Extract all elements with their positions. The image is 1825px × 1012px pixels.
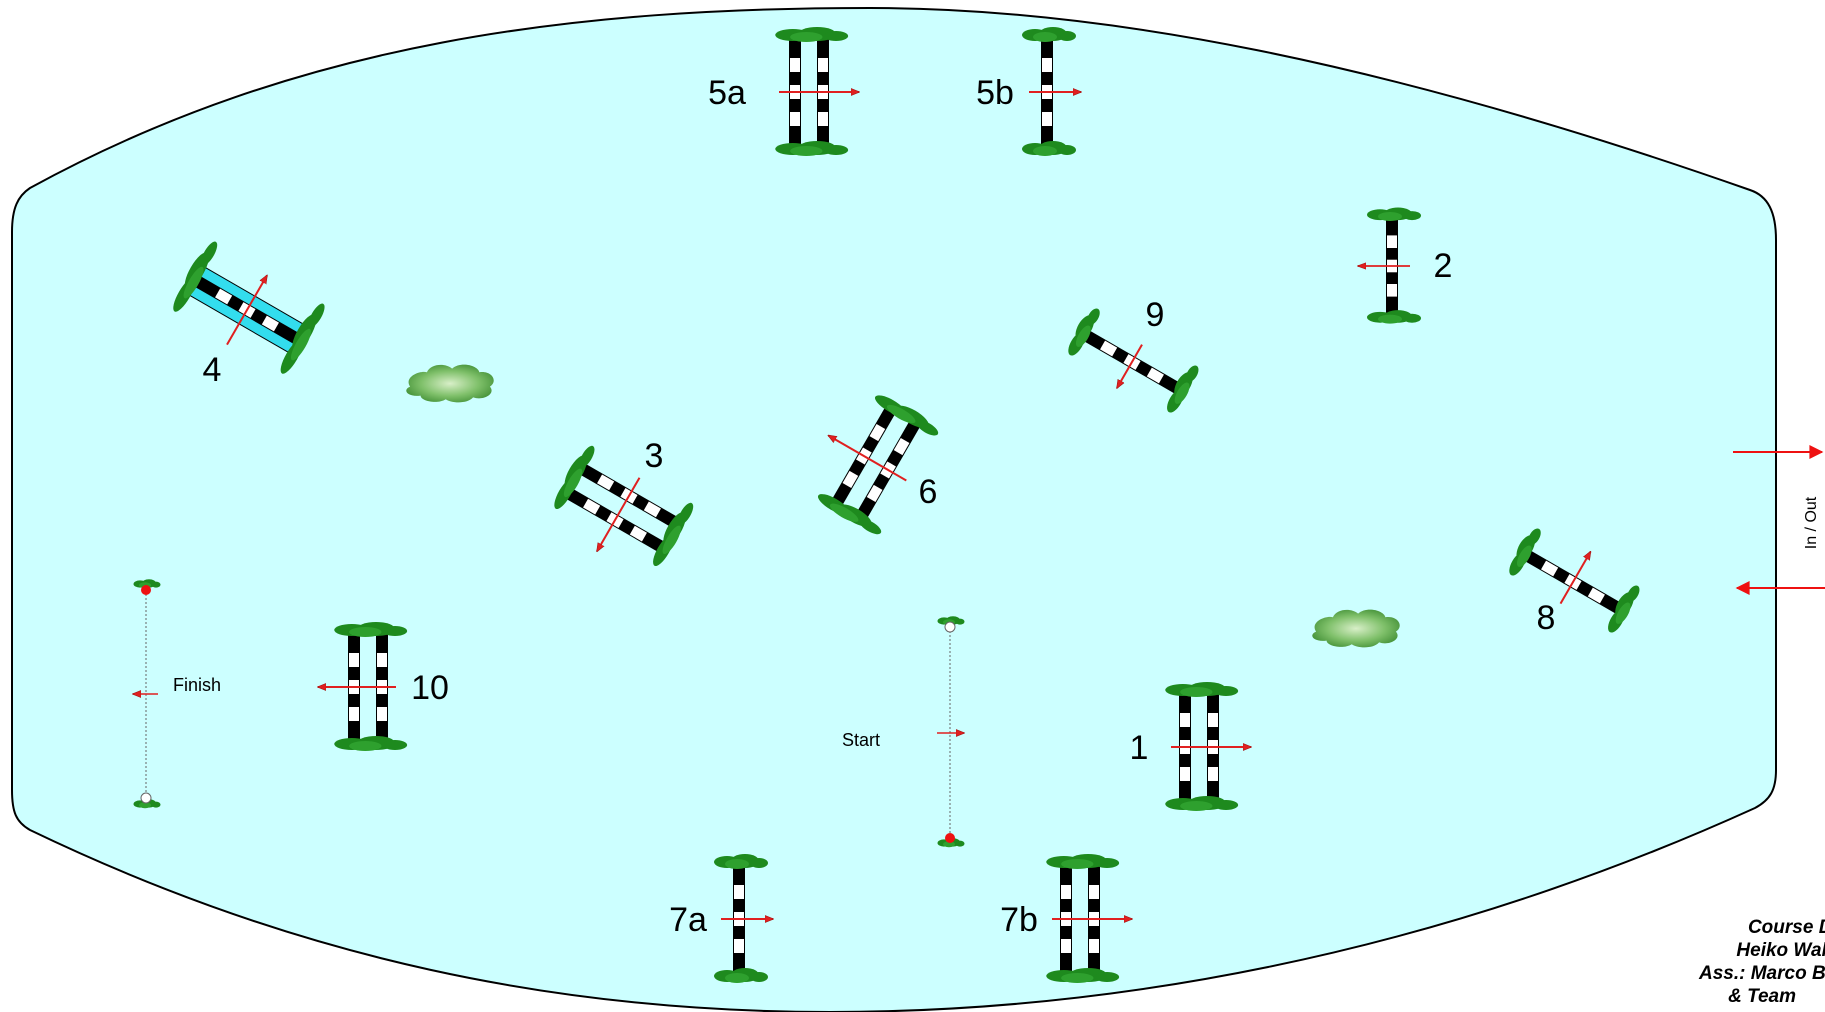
- obstacle-7b-label: 7b: [1000, 901, 1038, 939]
- obstacle-6-label: 6: [919, 473, 938, 511]
- obstacle-4: [167, 237, 329, 377]
- obstacle-3: [541, 442, 697, 584]
- obstacle-7a: [714, 854, 773, 983]
- obstacle-10-label: 10: [411, 669, 449, 707]
- obstacle-5b: 5b: [976, 27, 1081, 156]
- obstacle-9: [1061, 304, 1202, 420]
- obstacle-8-label: 8: [1537, 599, 1556, 637]
- credits-team: & Team: [1728, 986, 1796, 1007]
- obstacle-5a-label: 5a: [708, 74, 746, 112]
- obstacle-8: [1504, 519, 1646, 635]
- obstacle-7a-label: 7a: [669, 901, 707, 939]
- course-credits: Course Designer Heiko Wahlers Ass.: Marc…: [1445, 916, 1825, 1008]
- obstacle-9-label: 9: [1146, 296, 1165, 334]
- finish-line: [133, 579, 161, 809]
- obstacle-10: [318, 622, 407, 751]
- obstacle-2: [1358, 208, 1421, 324]
- obstacle-1-label: 1: [1130, 729, 1149, 767]
- start-label: Start: [842, 730, 880, 750]
- obstacle-2-label: 2: [1434, 247, 1453, 285]
- credits-assistant: Ass.: Marco Behrens: [1698, 963, 1825, 984]
- arena-outline: [11, 6, 1777, 1012]
- credits-designer: Heiko Wahlers: [1736, 940, 1825, 961]
- obstacle-3-label: 3: [645, 437, 664, 475]
- finish-label: Finish: [173, 675, 221, 695]
- in-out-label: In / Out: [1803, 496, 1820, 549]
- obstacle-5a: 5a: [708, 27, 859, 156]
- start-line: [937, 616, 965, 848]
- obstacle-7b: [1046, 854, 1132, 983]
- obstacle-5b-label: 5b: [976, 74, 1014, 112]
- credits-title: Course Designer: [1747, 917, 1825, 938]
- obstacle-4-label: 4: [203, 351, 222, 389]
- in-out-gate: [1733, 445, 1825, 595]
- obstacle-6: [796, 379, 942, 538]
- obstacle-1: [1165, 682, 1251, 811]
